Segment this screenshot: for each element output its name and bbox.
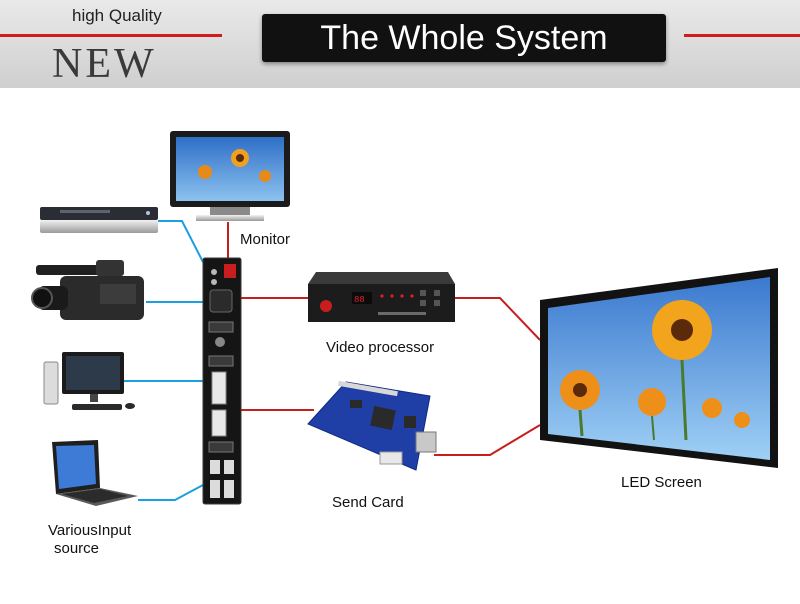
input-source-label-line1: VariousInput bbox=[48, 522, 132, 539]
new-badge-label: NEW bbox=[52, 41, 157, 87]
header-rule-left bbox=[0, 34, 222, 37]
input-connectors bbox=[124, 220, 204, 501]
desktop-pc-icon bbox=[43, 352, 135, 410]
output-connectors bbox=[227, 222, 541, 456]
led-screen-icon bbox=[540, 268, 778, 468]
title-box: The Whole System bbox=[262, 14, 666, 62]
laptop-icon bbox=[52, 440, 138, 506]
connector-processor-to-screen bbox=[455, 297, 541, 341]
monitor-icon bbox=[170, 131, 290, 221]
video-processor-label: Video processor bbox=[326, 339, 435, 356]
video-processor-icon: 88 bbox=[308, 272, 455, 322]
high-quality-label: high Quality bbox=[72, 6, 162, 25]
input-source-label-line2: source bbox=[54, 540, 100, 557]
send-card-label: Send Card bbox=[332, 494, 404, 511]
monitor-label: Monitor bbox=[240, 231, 291, 248]
connector-sendcard-to-screen bbox=[434, 424, 541, 456]
camcorder-icon bbox=[31, 260, 144, 320]
send-card-icon bbox=[307, 380, 437, 471]
header-rule-right bbox=[684, 34, 800, 37]
led-screen-label: LED Screen bbox=[621, 474, 702, 491]
connector-laptop-to-switcher bbox=[138, 484, 204, 501]
dvd-player-icon bbox=[40, 207, 158, 233]
video-switcher-icon bbox=[202, 257, 242, 505]
svg-text:88: 88 bbox=[354, 295, 365, 305]
page-title: The Whole System bbox=[320, 19, 608, 57]
connector-dvd-to-switcher bbox=[158, 220, 204, 263]
